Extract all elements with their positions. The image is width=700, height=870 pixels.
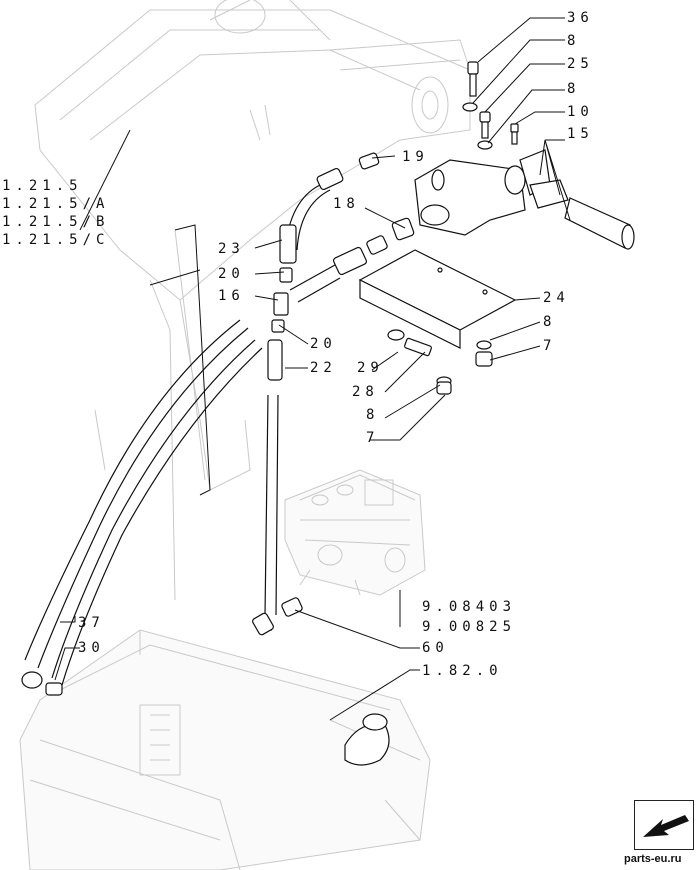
ghost-frame-lower bbox=[19, 629, 431, 870]
callout-29: 29 bbox=[357, 360, 384, 376]
callout-30: 30 bbox=[78, 640, 105, 656]
hose-center-vertical bbox=[263, 339, 283, 631]
callout-8: 8 bbox=[543, 314, 556, 330]
ref-9-00825: 9.00825 bbox=[422, 619, 516, 635]
hose-long-left bbox=[24, 319, 263, 686]
callout-10: 10 bbox=[567, 104, 594, 120]
ref-1-21-5: 1.21.5 bbox=[2, 178, 83, 194]
callout-8: 8 bbox=[567, 33, 580, 49]
lower-cylinder-part bbox=[344, 713, 390, 766]
ref-1-21-5-b: 1.21.5/B bbox=[2, 214, 109, 230]
watermark-label: parts-eu.ru bbox=[624, 853, 682, 865]
callout-36: 36 bbox=[567, 10, 594, 26]
callout-37: 37 bbox=[78, 615, 105, 631]
valve-block bbox=[414, 149, 551, 236]
callout-24: 24 bbox=[543, 290, 570, 306]
hose-center-upper bbox=[279, 184, 331, 264]
control-valve-bank bbox=[284, 469, 426, 596]
callout-7: 7 bbox=[543, 338, 556, 354]
bolts-lower bbox=[387, 329, 493, 395]
callout-20: 20 bbox=[310, 336, 337, 352]
leader-lines bbox=[54, 17, 571, 721]
fitting-parts bbox=[21, 152, 415, 696]
handle-tube bbox=[529, 179, 635, 250]
callout-1-82-0: 1.82.0 bbox=[422, 663, 503, 679]
ref-1-21-5-a: 1.21.5/A bbox=[2, 196, 109, 212]
callout-19: 19 bbox=[402, 149, 429, 165]
callout-22: 22 bbox=[310, 360, 337, 376]
callout-16: 16 bbox=[218, 288, 245, 304]
callout-60: 60 bbox=[422, 640, 449, 656]
callout-20: 20 bbox=[218, 266, 245, 282]
callout-23: 23 bbox=[218, 241, 245, 257]
callout-28: 28 bbox=[352, 384, 379, 400]
callouts: 36 8 25 8 10 15 19 18 23 20 16 24 8 7 20… bbox=[78, 10, 594, 679]
callout-25: 25 bbox=[567, 56, 594, 72]
reference-labels: 1.21.5 1.21.5/A 1.21.5/B 1.21.5/C 9.0840… bbox=[2, 178, 516, 635]
bolts-upper bbox=[462, 61, 519, 150]
frame-edge bbox=[149, 224, 211, 496]
callout-7: 7 bbox=[366, 430, 379, 446]
hose-short-diagonal bbox=[289, 246, 368, 303]
callout-8: 8 bbox=[567, 81, 580, 97]
callout-15: 15 bbox=[567, 126, 594, 142]
callout-8: 8 bbox=[366, 407, 379, 423]
navigation-arrow-icon[interactable] bbox=[634, 800, 694, 850]
callout-18: 18 bbox=[333, 196, 360, 212]
bracket-plate bbox=[358, 249, 517, 349]
ref-9-08403: 9.08403 bbox=[422, 599, 516, 615]
ref-1-21-5-c: 1.21.5/C bbox=[2, 232, 109, 248]
arrow-left-down-icon bbox=[643, 815, 689, 837]
